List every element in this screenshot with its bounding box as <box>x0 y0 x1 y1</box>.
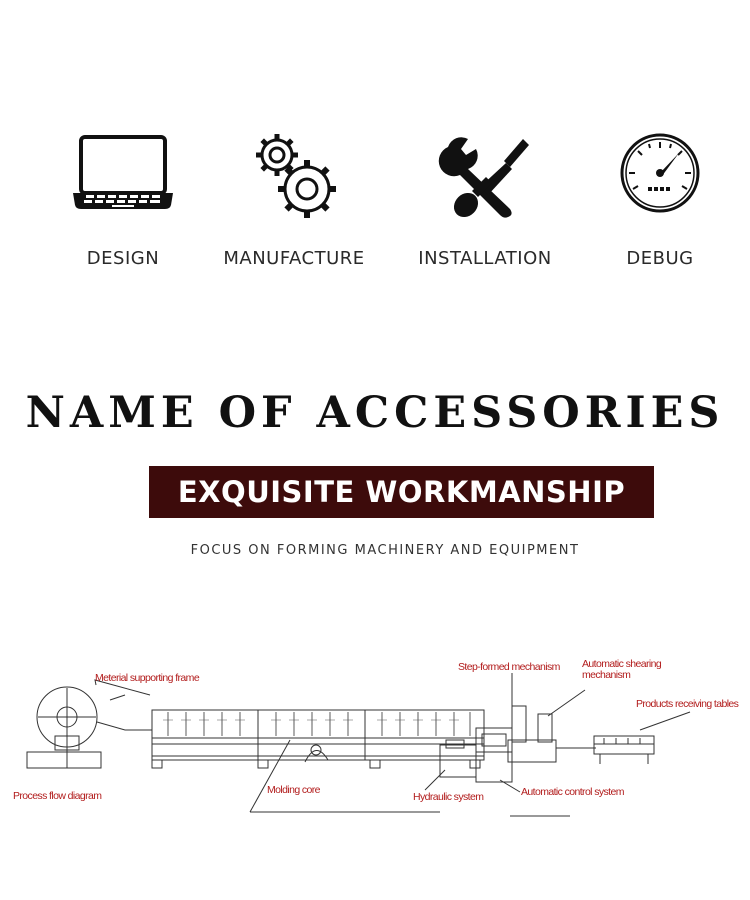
process-flow-diagram: Meterial supporting frame Process flow d… <box>0 640 750 840</box>
service-design: DESIGN <box>43 125 203 285</box>
label-control: Automatic control system <box>521 786 624 798</box>
gauge-icon <box>620 133 700 213</box>
wrench-screwdriver-icon <box>438 137 529 218</box>
label-material-frame: Meterial supporting frame <box>95 672 200 684</box>
service-manufacture: MANUFACTURE <box>214 125 374 285</box>
services-row: DESIGN <box>0 125 750 285</box>
label-molding-core: Molding core <box>267 784 321 796</box>
label-hydraulic: Hydraulic system <box>413 791 484 803</box>
label-shearing: Automatic shearing mechanism <box>582 658 662 681</box>
page-title: NAME OF ACCESSORIES <box>25 388 725 438</box>
gears-icon <box>256 134 336 218</box>
label-process-flow: Process flow diagram <box>13 790 102 802</box>
banner: EXQUISITE WORKMANSHIP <box>149 466 654 518</box>
machine-line-drawing <box>26 673 691 817</box>
service-installation: INSTALLATION <box>405 125 565 285</box>
tagline: FOCUS ON FORMING MACHINERY AND EQUIPMENT <box>190 543 580 558</box>
label-receiving: Products receiving tables <box>636 698 739 710</box>
label-step-formed: Step-formed mechanism <box>458 661 560 673</box>
service-label: MANUFACTURE <box>223 248 365 269</box>
service-label: DESIGN <box>86 248 160 269</box>
service-label: DEBUG <box>626 248 694 269</box>
service-label: INSTALLATION <box>418 248 552 269</box>
laptop-icon <box>73 135 173 209</box>
service-debug: DEBUG <box>580 125 740 285</box>
